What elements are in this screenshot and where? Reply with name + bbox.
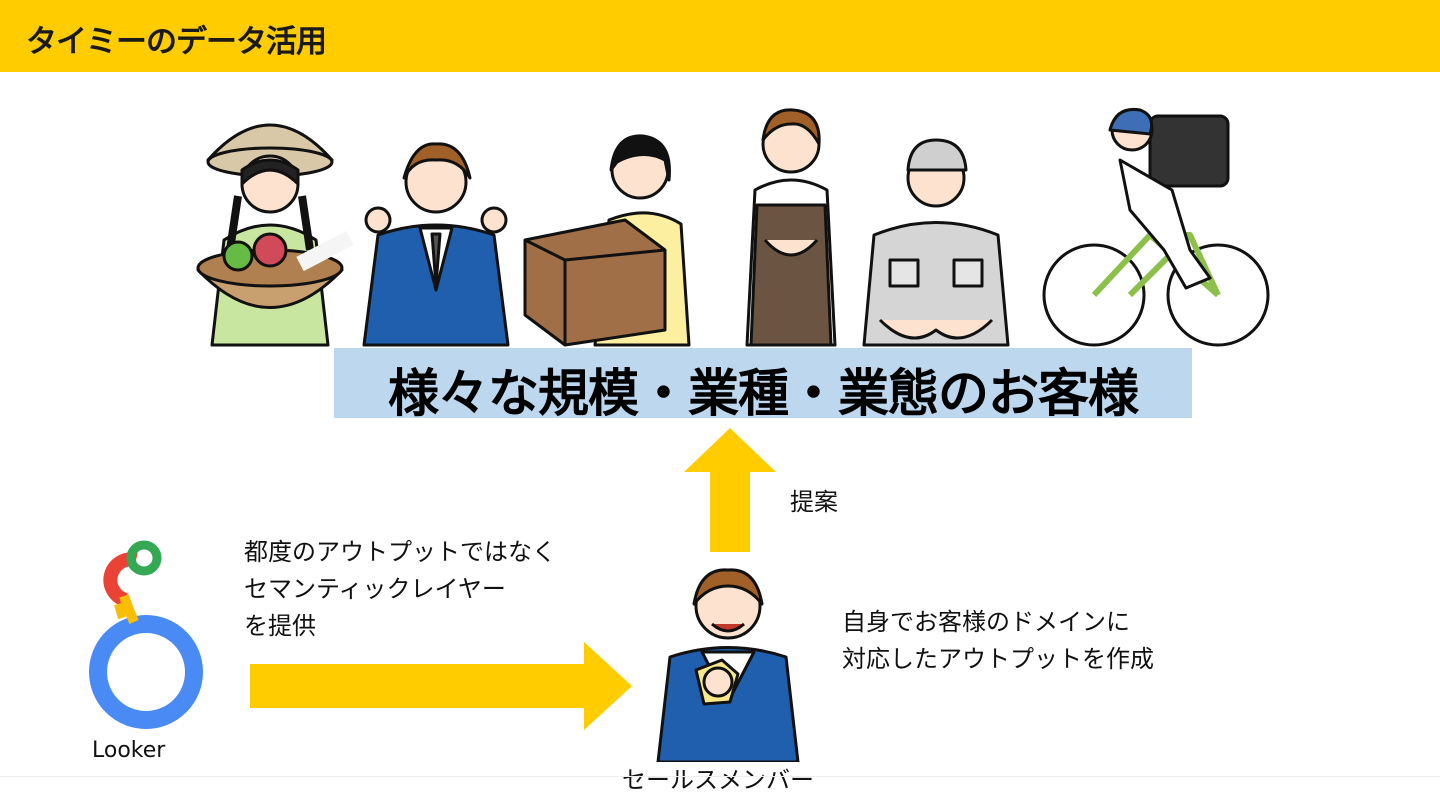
- arrow-right-icon: [250, 642, 632, 730]
- customer-illustrations: [196, 107, 1270, 347]
- semantic-line-2: セマンティックレイヤー: [244, 575, 506, 603]
- semantic-line-1: 都度のアウトプットではなく: [244, 538, 556, 566]
- looker-label: Looker: [92, 738, 166, 763]
- customer-banner: 様々な規模・業種・業態のお客様: [334, 348, 1192, 424]
- shop-staff-apron-icon: [745, 108, 837, 347]
- bicycle-courier-icon: [1042, 107, 1270, 347]
- farmer-with-vegetables-icon: [196, 123, 354, 347]
- proposal-label: 提案: [790, 488, 838, 516]
- domain-line-1: 自身でお客様のドメインに: [842, 608, 1130, 636]
- banner-text: 様々な規模・業種・業態のお客様: [387, 365, 1139, 424]
- semantic-line-3: を提供: [244, 612, 316, 640]
- sales-member-label: セールスメンバー: [622, 766, 814, 794]
- sales-member-icon: [656, 568, 800, 762]
- looker-logo-icon: [89, 540, 203, 729]
- domain-output-text: 自身でお客様のドメインに 対応したアウトプットを作成: [842, 604, 1154, 678]
- header-bar: タイミーのデータ活用: [0, 0, 1440, 72]
- businessman-icon: [362, 142, 510, 347]
- page-title: タイミーのデータ活用: [26, 24, 327, 60]
- domain-line-2: 対応したアウトプットを作成: [842, 645, 1154, 673]
- factory-worker-icon: [862, 138, 1010, 347]
- footer-divider: [0, 776, 1440, 777]
- semantic-layer-text: 都度のアウトプットではなく セマンティックレイヤー を提供: [244, 534, 556, 645]
- arrow-up-icon: [684, 428, 776, 552]
- delivery-box-woman-icon: [523, 134, 691, 347]
